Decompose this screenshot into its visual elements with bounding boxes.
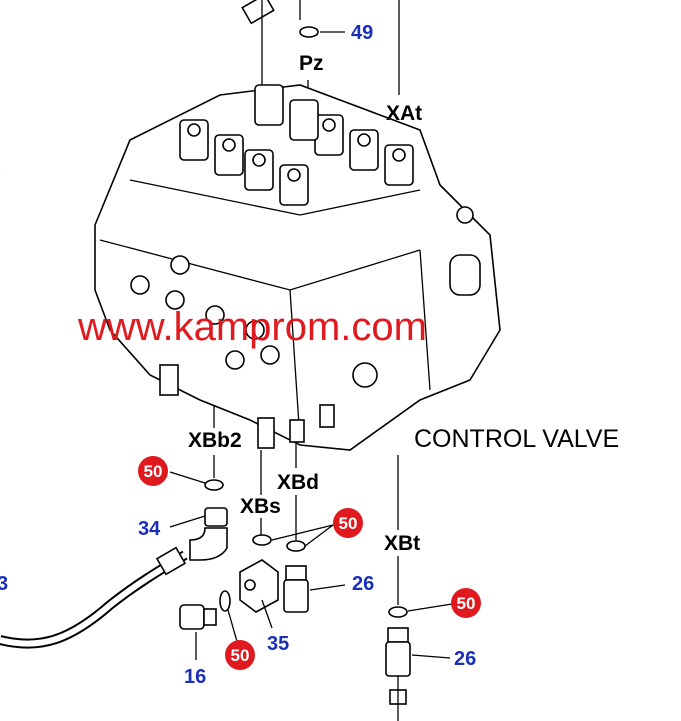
upper-hose [0, 0, 275, 177]
svg-text:50: 50 [457, 594, 476, 613]
callout-34: 34 [138, 518, 161, 540]
svg-text:50: 50 [231, 646, 250, 665]
elbow-fitting-34 [169, 507, 228, 561]
badge-50-b: 50 [333, 508, 363, 538]
callout-35: 35 [267, 633, 289, 655]
o-ring-xbt [388, 606, 408, 618]
o-ring-49 [299, 26, 345, 38]
o-ring-16 [219, 590, 231, 612]
o-ring-xbs [252, 534, 272, 546]
control-valve-body [94, 84, 501, 451]
badge-50-d: 50 [225, 640, 255, 670]
port-label-xat: XAt [386, 102, 422, 125]
callout-26-b: 26 [454, 648, 476, 670]
callout-3: 3 [0, 573, 8, 595]
fitting-26-b [385, 627, 451, 721]
port-label-xbb2: XBb2 [188, 429, 242, 452]
badge-50-a: 50 [138, 456, 168, 486]
badge-50-c: 50 [451, 588, 481, 618]
o-ring-xbd [286, 540, 306, 552]
callout-49: 49 [351, 22, 373, 44]
diagram-title: CONTROL VALVE [414, 425, 619, 453]
lower-hose [0, 546, 188, 649]
callout-26-a: 26 [352, 573, 374, 595]
port-label-xbd: XBd [277, 471, 319, 494]
fitting-26-a [283, 565, 346, 613]
port-label-xbs: XBs [240, 495, 281, 518]
block-fitting-35 [239, 559, 279, 629]
port-label-pz: Pz [299, 52, 324, 75]
o-ring-xbb2 [204, 479, 224, 491]
side-ports [130, 206, 481, 388]
callout-16: 16 [184, 666, 206, 688]
port-label-xbt: XBt [384, 532, 420, 555]
watermark: www.kamprom.com [77, 305, 427, 349]
svg-text:50: 50 [144, 462, 163, 481]
spool-caps [179, 84, 414, 206]
svg-text:50: 50 [339, 514, 358, 533]
adapter-16 [179, 604, 217, 660]
